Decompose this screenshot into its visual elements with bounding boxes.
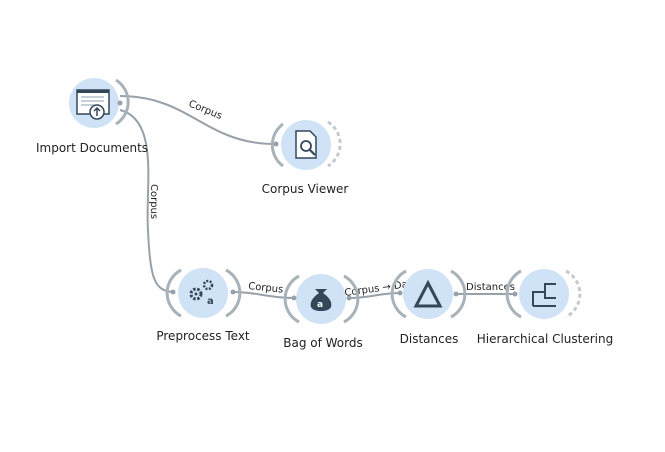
input-arc (165, 268, 182, 318)
node-label-bag-of-words: Bag of Words (283, 336, 363, 350)
link-label-distances-to-clustering: Distances (466, 282, 515, 293)
node-label-distances: Distances (399, 332, 459, 346)
link-label-preprocess-to-bow: Corpus (248, 281, 284, 296)
input-arc (390, 269, 407, 319)
link-bow-to-distances[interactable] (348, 292, 401, 299)
link-label-import-to-viewer: Corpus (187, 99, 224, 122)
node-label-preprocess-text: Preprocess Text (156, 329, 250, 343)
output-arc (343, 274, 360, 324)
preprocess-text-icon: a (189, 279, 214, 307)
node-distances[interactable] (390, 269, 467, 319)
node-label-corpus-viewer: Corpus Viewer (261, 182, 349, 196)
output-arc (225, 268, 242, 318)
node-corpus-viewer[interactable] (270, 120, 342, 170)
corpus-viewer-icon (295, 130, 317, 159)
svg-text:a: a (317, 300, 323, 310)
bag-of-words-icon: a (310, 289, 332, 311)
node-background (178, 268, 228, 318)
output-anchor[interactable] (117, 100, 123, 106)
input-anchor[interactable] (291, 295, 297, 301)
output-arc (450, 269, 467, 319)
output-arc (565, 269, 582, 319)
import-documents-icon (76, 89, 110, 120)
svg-text:a: a (207, 296, 214, 307)
node-label-hierarchical-clustering: Hierarchical Clustering (476, 332, 614, 346)
output-anchor[interactable] (453, 291, 459, 297)
input-arc (283, 274, 300, 324)
node-label-import-documents: Import Documents (35, 141, 149, 155)
delta-icon (413, 279, 443, 308)
node-import-documents[interactable] (69, 78, 130, 128)
input-arc (505, 269, 522, 319)
link-label-import-to-preprocess: Corpus (148, 184, 159, 219)
output-arc (115, 78, 130, 126)
node-preprocess-text[interactable]: a (165, 268, 242, 318)
output-anchor[interactable] (346, 295, 352, 301)
node-hierarchical-clustering[interactable] (505, 269, 582, 319)
node-bag-of-words[interactable]: a (283, 274, 360, 324)
input-anchor[interactable] (397, 290, 403, 296)
input-arc (270, 122, 284, 168)
input-anchor[interactable] (273, 141, 279, 147)
node-background (403, 269, 453, 319)
link-import-to-viewer[interactable] (119, 95, 276, 145)
input-anchor[interactable] (170, 289, 176, 295)
link-import-to-preprocess[interactable] (119, 109, 173, 293)
input-anchor[interactable] (512, 291, 518, 297)
output-anchor[interactable] (230, 289, 236, 295)
dendrogram-icon (532, 283, 556, 307)
